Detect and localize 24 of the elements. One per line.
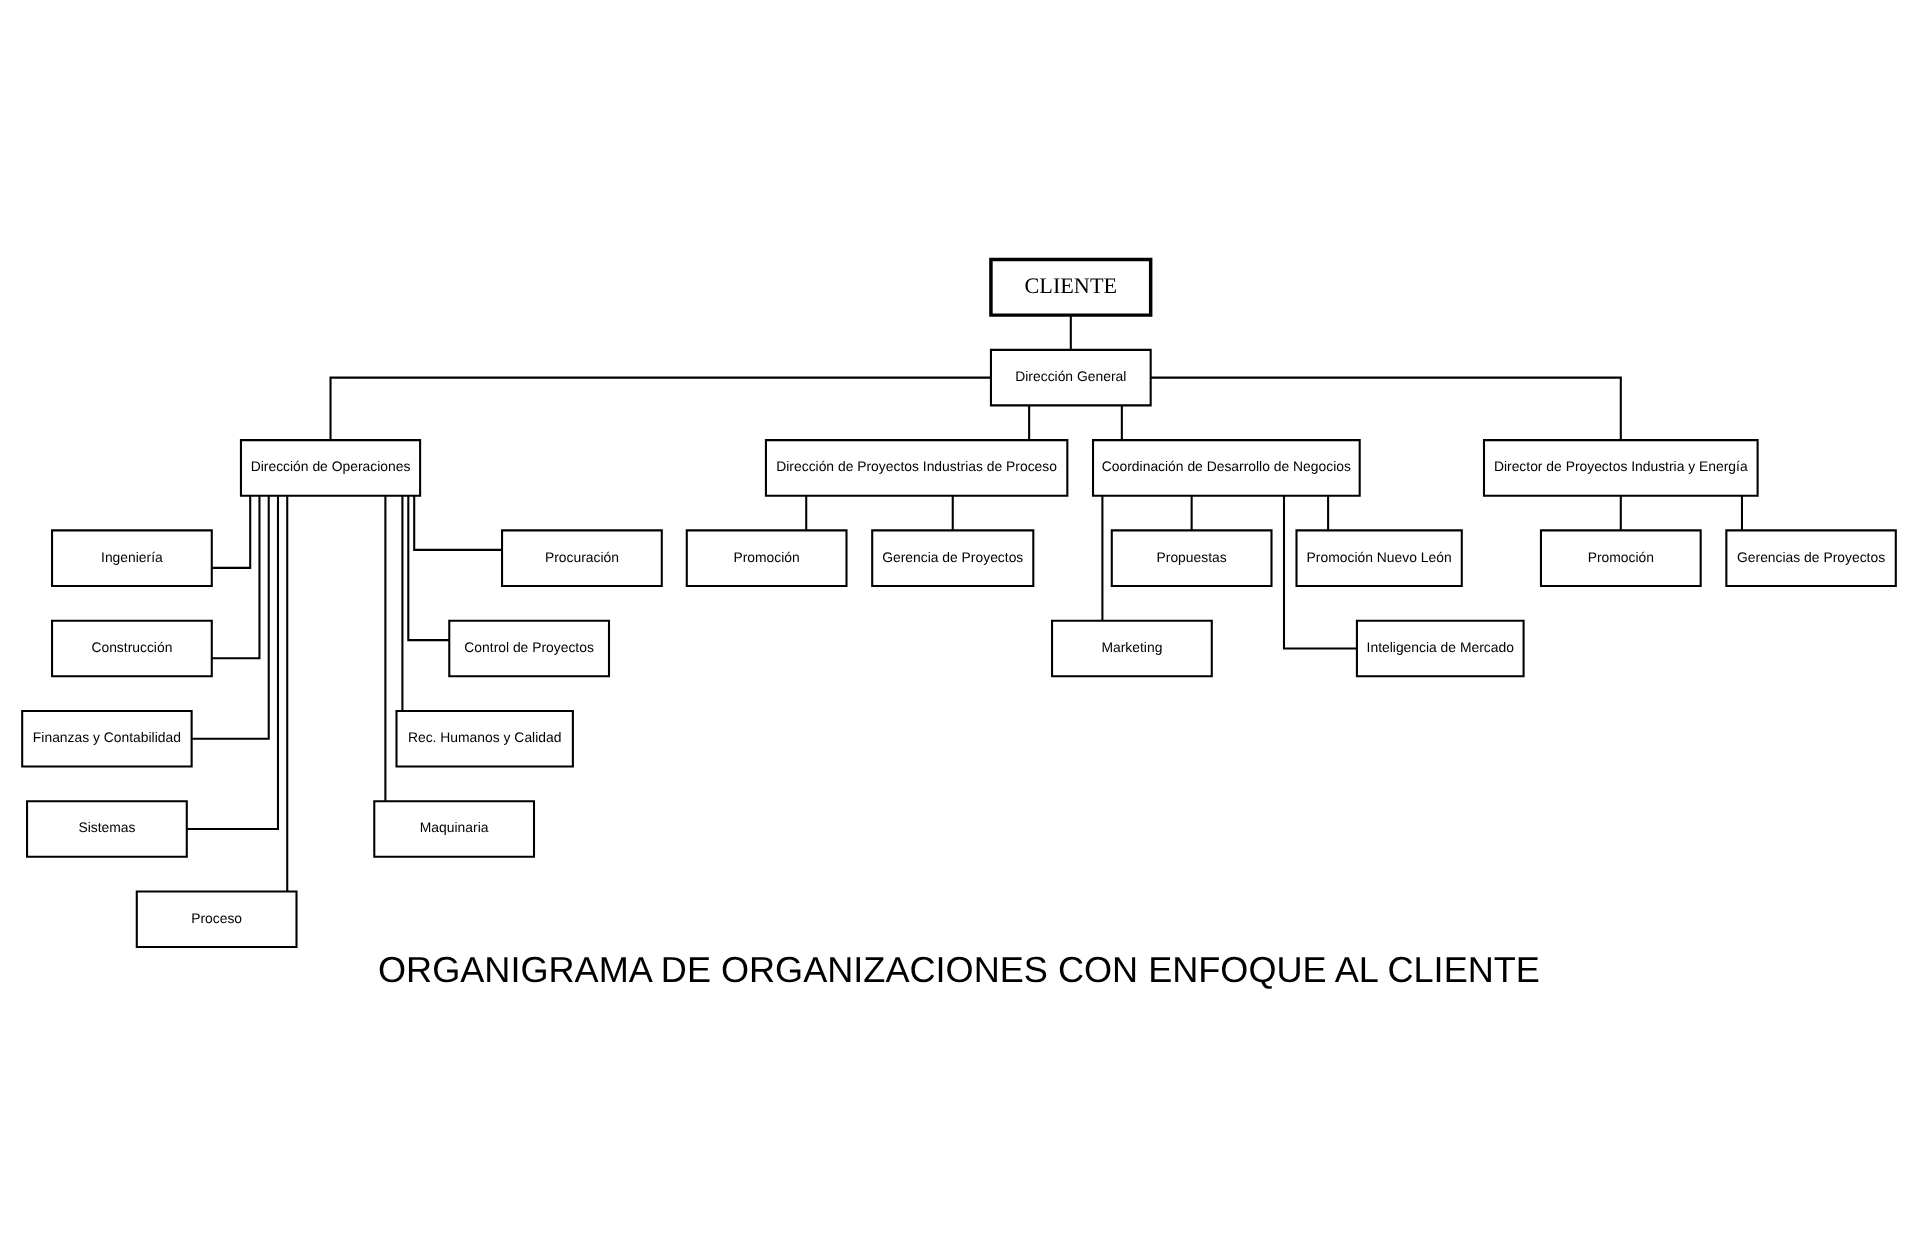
node-box: CLIENTE: [989, 257, 1153, 317]
connector: [951, 495, 954, 530]
connector: [1327, 495, 1330, 530]
connector: [1150, 376, 1622, 440]
connector: [1028, 405, 1031, 440]
connector: [212, 495, 252, 569]
connector: [407, 495, 450, 642]
connector: [211, 495, 261, 660]
connector: [192, 495, 270, 740]
connector: [286, 496, 289, 892]
connector: [384, 496, 387, 801]
connector: [401, 495, 404, 711]
connector: [805, 495, 808, 530]
connector: [413, 496, 502, 551]
diagram-title: ORGANIGRAMA DE ORGANIZACIONES CON ENFOQUE AL CLIENTE: [378, 949, 1540, 990]
connector: [1740, 495, 1744, 530]
connector: [1069, 315, 1072, 350]
connector: [186, 496, 280, 831]
connector: [1282, 495, 1357, 650]
connector: [1619, 495, 1622, 530]
connector: [1120, 405, 1123, 440]
connector: [1101, 495, 1104, 621]
connector: [1190, 495, 1193, 530]
connector: [329, 376, 991, 440]
